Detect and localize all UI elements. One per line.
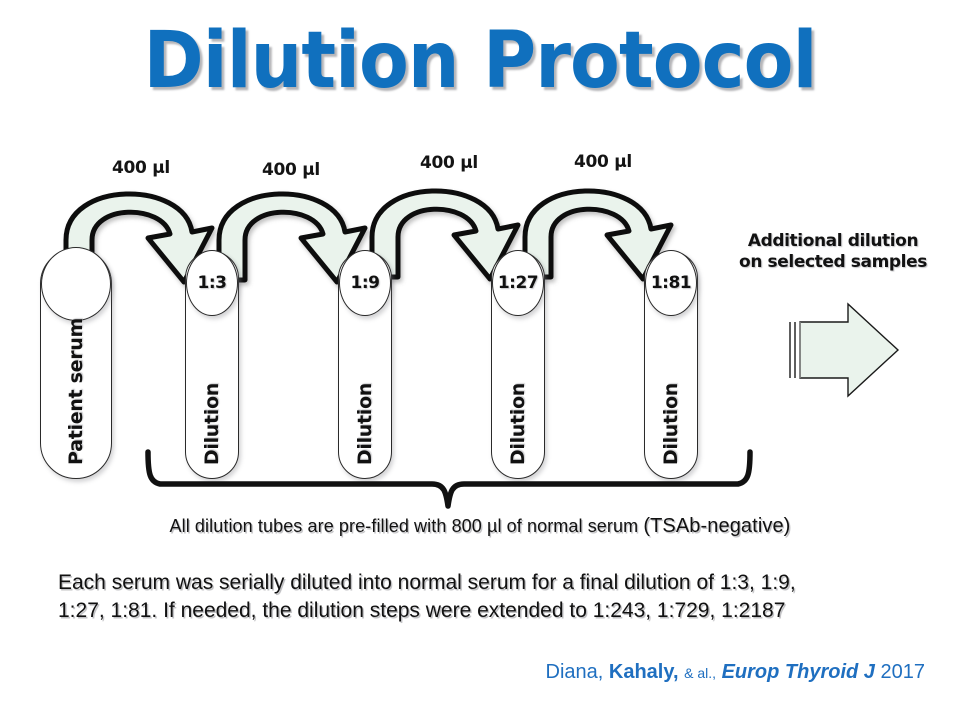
description-line-2: 1:27, 1:81. If needed, the dilution step… xyxy=(58,599,786,623)
citation-author-2: Kahaly, xyxy=(608,661,679,683)
description-paragraph: Each serum was serially diluted into nor… xyxy=(58,569,918,625)
transfer-volume-label-1: 400 µl xyxy=(112,158,170,178)
brace-caption-tsab: (TSAb-negative) xyxy=(643,515,791,537)
tube-dilution-1-9[interactable]: 1:9 Dilution xyxy=(338,250,392,479)
additional-dilution-note: Additional dilution on selected samples xyxy=(735,231,931,274)
dilution-tubes-brace xyxy=(145,449,753,509)
citation: Diana, Kahaly, & al., Europ Thyroid J 20… xyxy=(0,661,925,684)
tube-cap xyxy=(41,247,111,321)
tube-patient-serum[interactable]: Patient serum xyxy=(40,247,112,479)
tube-label: Dilution xyxy=(201,382,223,465)
tube-label: Dilution xyxy=(507,382,529,465)
tube-cap-label: 1:9 xyxy=(350,273,380,293)
additional-dilution-line1: Additional dilution xyxy=(747,231,919,251)
transfer-volume-label-4: 400 µl xyxy=(574,152,632,172)
tube-label: Dilution xyxy=(660,382,682,465)
tube-cap: 1:27 xyxy=(492,250,544,316)
transfer-volume-label-2: 400 µl xyxy=(262,160,320,180)
tube-dilution-1-3[interactable]: 1:3 Dilution xyxy=(185,250,239,479)
citation-year: 2017 xyxy=(880,661,926,683)
citation-author-1: Diana, xyxy=(545,661,604,683)
tube-dilution-1-81[interactable]: 1:81 Dilution xyxy=(644,250,698,479)
tube-cap: 1:3 xyxy=(186,250,238,316)
transfer-arrows-group xyxy=(0,150,960,450)
tube-cap: 1:81 xyxy=(645,250,697,316)
tube-cap-label: 1:3 xyxy=(197,273,227,293)
tube-cap-label: 1:27 xyxy=(497,273,539,293)
additional-dilution-line2: on selected samples xyxy=(739,252,927,273)
citation-journal: Europ Thyroid J xyxy=(721,661,875,683)
tube-cap: 1:9 xyxy=(339,250,391,316)
additional-dilution-arrow xyxy=(789,302,900,398)
tube-label: Patient serum xyxy=(65,318,87,465)
tube-dilution-1-27[interactable]: 1:27 Dilution xyxy=(491,250,545,479)
brace-caption: All dilution tubes are pre-filled with 8… xyxy=(0,515,960,538)
brace-caption-text: All dilution tubes are pre-filled with 8… xyxy=(169,516,644,536)
transfer-volume-label-3: 400 µl xyxy=(420,153,478,173)
page-title: Dilution Protocol xyxy=(143,16,817,106)
tube-cap-label: 1:81 xyxy=(650,273,692,293)
tube-label: Dilution xyxy=(354,382,376,465)
citation-etal: & al., xyxy=(684,665,717,681)
description-line-1: Each serum was serially diluted into nor… xyxy=(58,571,796,594)
